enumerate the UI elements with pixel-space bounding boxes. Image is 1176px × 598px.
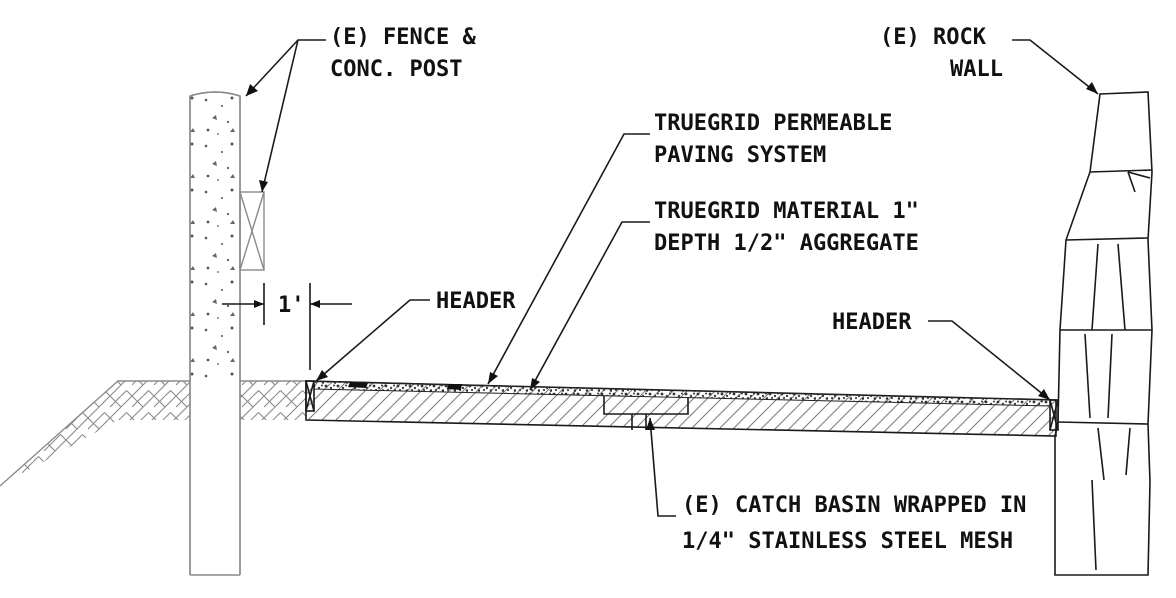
rock-label-line2: WALL bbox=[950, 57, 1003, 82]
dimension-1ft: 1' bbox=[222, 283, 352, 370]
rock-wall bbox=[1054, 91, 1153, 576]
header-label-left: HEADER bbox=[436, 289, 516, 314]
material-label-line1: TRUEGRID MATERIAL 1" bbox=[654, 199, 919, 224]
paving-label-line1: TRUEGRID PERMEABLE bbox=[654, 111, 892, 136]
soil-left bbox=[0, 380, 306, 500]
catch-basin bbox=[603, 396, 689, 430]
leaders bbox=[245, 39, 1099, 517]
header-label-right: HEADER bbox=[832, 310, 912, 335]
basin-label-line2: 1/4" STAINLESS STEEL MESH bbox=[682, 529, 1013, 554]
fence-board bbox=[239, 191, 265, 271]
paving-label-line2: PAVING SYSTEM bbox=[654, 143, 826, 168]
concrete-post bbox=[189, 91, 241, 576]
basin-label-line1: (E) CATCH BASIN WRAPPED IN bbox=[682, 493, 1026, 518]
dimension-label: 1' bbox=[278, 293, 305, 318]
fence-label-line1: (E) FENCE & bbox=[330, 25, 476, 50]
header-left-block bbox=[305, 380, 315, 412]
fence-label-line2: CONC. POST bbox=[330, 57, 462, 82]
material-label-line2: DEPTH 1/2" AGGREGATE bbox=[654, 231, 919, 256]
rock-label-line1: (E) ROCK bbox=[880, 25, 987, 50]
